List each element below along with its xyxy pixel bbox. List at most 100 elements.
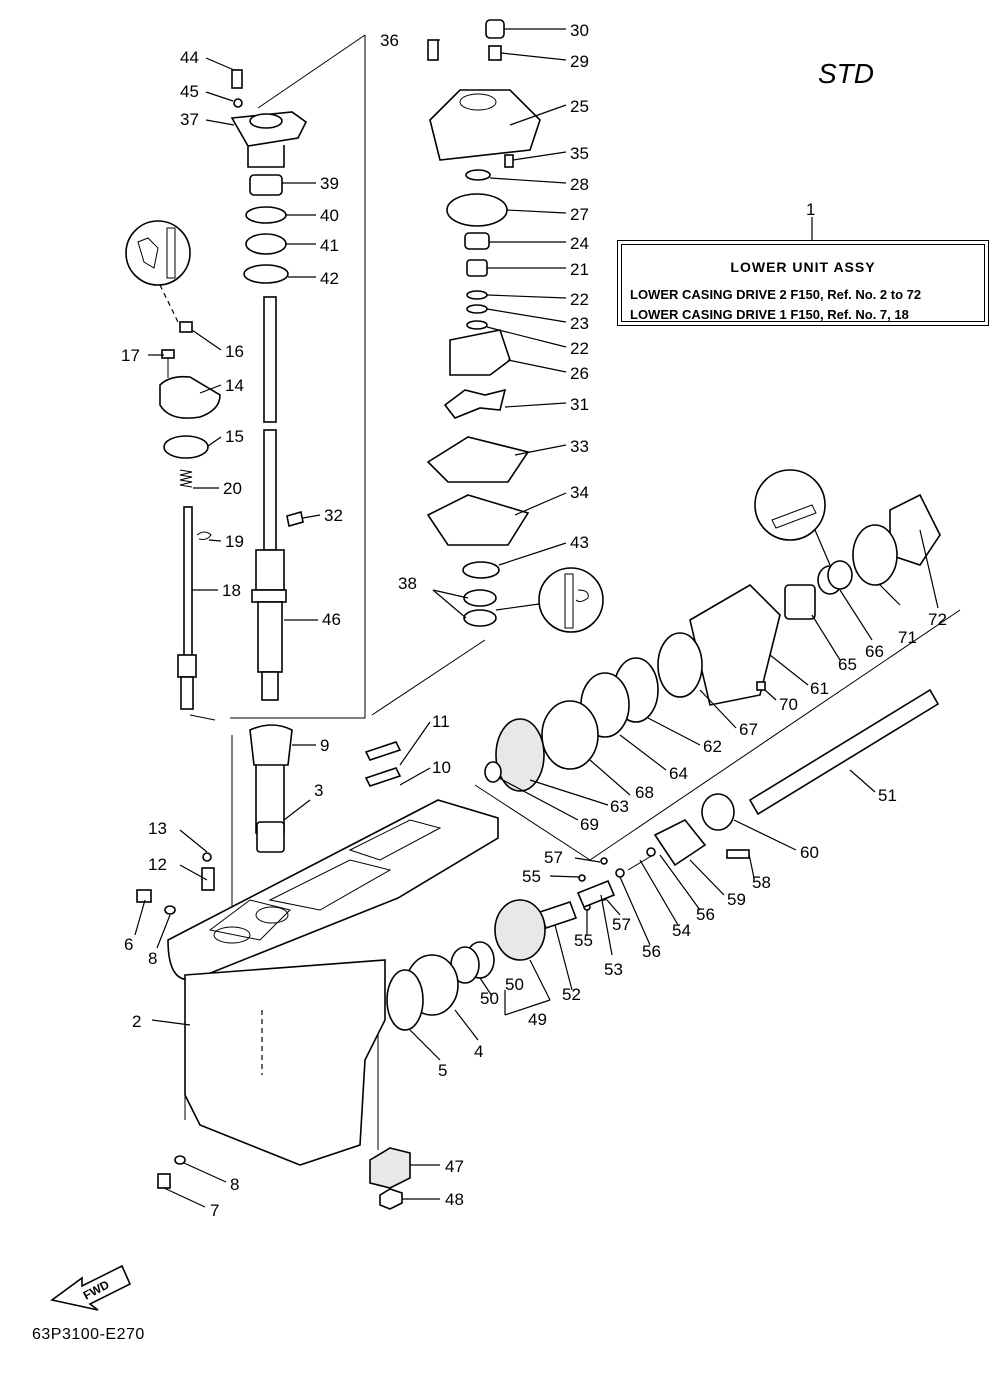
part-31-impeller xyxy=(443,388,507,419)
part-number-61: 61 xyxy=(810,679,829,698)
part-33-outer-plate xyxy=(426,436,530,483)
part-17-screw xyxy=(161,349,175,378)
part-27-o-ring xyxy=(446,193,508,227)
part-number-56a: 56 xyxy=(696,905,715,924)
variant-label: STD xyxy=(818,58,874,89)
part-number-51: 51 xyxy=(878,786,897,805)
part-number-10: 10 xyxy=(432,758,451,777)
part-8-gasket-upper xyxy=(164,905,176,915)
assembly-line-2: LOWER CASING DRIVE 1 F150, Ref. No. 7, 1… xyxy=(630,307,909,322)
part-46-drive-shaft-upper xyxy=(263,296,277,423)
part-number-69: 69 xyxy=(580,815,599,834)
part-38-oil-seal-upper xyxy=(463,589,497,607)
part-number-62: 62 xyxy=(703,737,722,756)
part-number-55b: 55 xyxy=(574,931,593,950)
part-18-shift-rod xyxy=(177,506,197,710)
boundary-line-top xyxy=(257,34,366,109)
part-42-o-ring xyxy=(243,264,289,284)
part-37-bearing-housing xyxy=(230,111,308,168)
part-60-spring xyxy=(701,793,735,831)
part-29-grommet xyxy=(488,45,502,61)
assembly-line-1: LOWER CASING DRIVE 2 F150, Ref. No. 2 to… xyxy=(630,287,922,302)
part-number-70: 70 xyxy=(779,695,798,714)
part-36-bolt xyxy=(427,39,439,61)
part-54-spring xyxy=(627,854,654,871)
part-number-22a: 22 xyxy=(570,290,589,309)
part-21-insert xyxy=(466,259,488,277)
part-number-6: 6 xyxy=(124,935,133,954)
part-58-pin xyxy=(726,849,750,859)
part-55-ball-a xyxy=(578,874,586,882)
part-number-57b: 57 xyxy=(612,915,631,934)
part-32-key xyxy=(286,510,304,528)
part-25-pump-housing xyxy=(429,89,541,161)
assembly-title: LOWER UNIT ASSY xyxy=(730,259,876,275)
part-30-grommet xyxy=(485,19,505,39)
part-number-38: 38 xyxy=(398,574,417,593)
part-number-56b: 56 xyxy=(642,942,661,961)
part-67-o-ring xyxy=(657,632,703,698)
part-16-clip xyxy=(179,321,193,333)
part-70-key xyxy=(756,681,766,691)
part-number-50b: 50 xyxy=(505,975,524,994)
part-number-13: 13 xyxy=(148,819,167,838)
detail-callout-seal xyxy=(538,567,604,633)
assembly-info-inner: LOWER UNIT ASSY LOWER CASING DRIVE 2 F15… xyxy=(621,244,985,322)
part-number-3: 3 xyxy=(314,781,323,800)
part-number-16: 16 xyxy=(225,342,244,361)
part-number-29: 29 xyxy=(570,52,589,71)
part-number-4: 4 xyxy=(474,1042,483,1061)
part-number-65: 65 xyxy=(838,655,857,674)
part-3-bearing xyxy=(256,821,285,853)
part-number-23: 23 xyxy=(570,314,589,333)
part-number-72: 72 xyxy=(928,610,947,629)
forward-arrow-icon: FWD xyxy=(50,1264,132,1311)
part-43-seal xyxy=(462,561,500,579)
part-number-48: 48 xyxy=(445,1190,464,1209)
detail-callout-shift xyxy=(125,220,191,323)
part-41-oil-seal xyxy=(245,233,287,255)
boundary-line-right xyxy=(589,609,961,861)
part-71-claw-washer xyxy=(852,524,898,586)
part-number-52: 52 xyxy=(562,985,581,1004)
part-number-42: 42 xyxy=(320,269,339,288)
part-number-39: 39 xyxy=(320,174,339,193)
boundary-line-pump xyxy=(371,639,486,716)
part-38-oil-seal-lower xyxy=(463,609,497,627)
part-number-44: 44 xyxy=(180,48,199,67)
assembly-info-box: LOWER UNIT ASSY LOWER CASING DRIVE 2 F15… xyxy=(617,240,989,326)
part-25-housing-bore xyxy=(459,93,497,111)
part-49-forward-gear xyxy=(494,899,546,961)
part-number-22b: 22 xyxy=(570,339,589,358)
part-59-clutch xyxy=(653,818,707,867)
part-46-drive-shaft-lower xyxy=(251,549,287,701)
part-number-57a: 57 xyxy=(544,848,563,867)
part-57-ball-a xyxy=(600,857,608,865)
part-65-bearing xyxy=(784,584,816,620)
part-19-clip xyxy=(196,531,212,540)
part-69-shim xyxy=(484,761,502,783)
part-20-spring xyxy=(179,469,193,488)
leader-lines xyxy=(134,28,939,1208)
part-23-washer xyxy=(466,304,488,314)
part-number-1: 1 xyxy=(806,200,815,219)
part-number-20: 20 xyxy=(223,479,242,498)
part-number-58: 58 xyxy=(752,873,771,892)
part-48-nut xyxy=(379,1188,403,1210)
part-37-bore xyxy=(249,113,283,129)
part-number-59: 59 xyxy=(727,890,746,909)
part-5-shim xyxy=(386,969,424,1031)
part-2-lower-casing xyxy=(167,799,499,1166)
part-number-50a: 50 xyxy=(480,989,499,1008)
part-number-31: 31 xyxy=(570,395,589,414)
part-number-8b: 8 xyxy=(230,1175,239,1194)
part-number-63: 63 xyxy=(610,797,629,816)
part-number-60: 60 xyxy=(800,843,819,862)
part-number-55a: 55 xyxy=(522,867,541,886)
part-39-bearing xyxy=(249,174,283,196)
part-13-gasket xyxy=(202,852,212,862)
part-number-46: 46 xyxy=(322,610,341,629)
part-number-labels: 44 45 37 39 40 41 42 16 17 14 15 20 19 1… xyxy=(121,21,947,1220)
part-number-33: 33 xyxy=(570,437,589,456)
part-number-12: 12 xyxy=(148,855,167,874)
